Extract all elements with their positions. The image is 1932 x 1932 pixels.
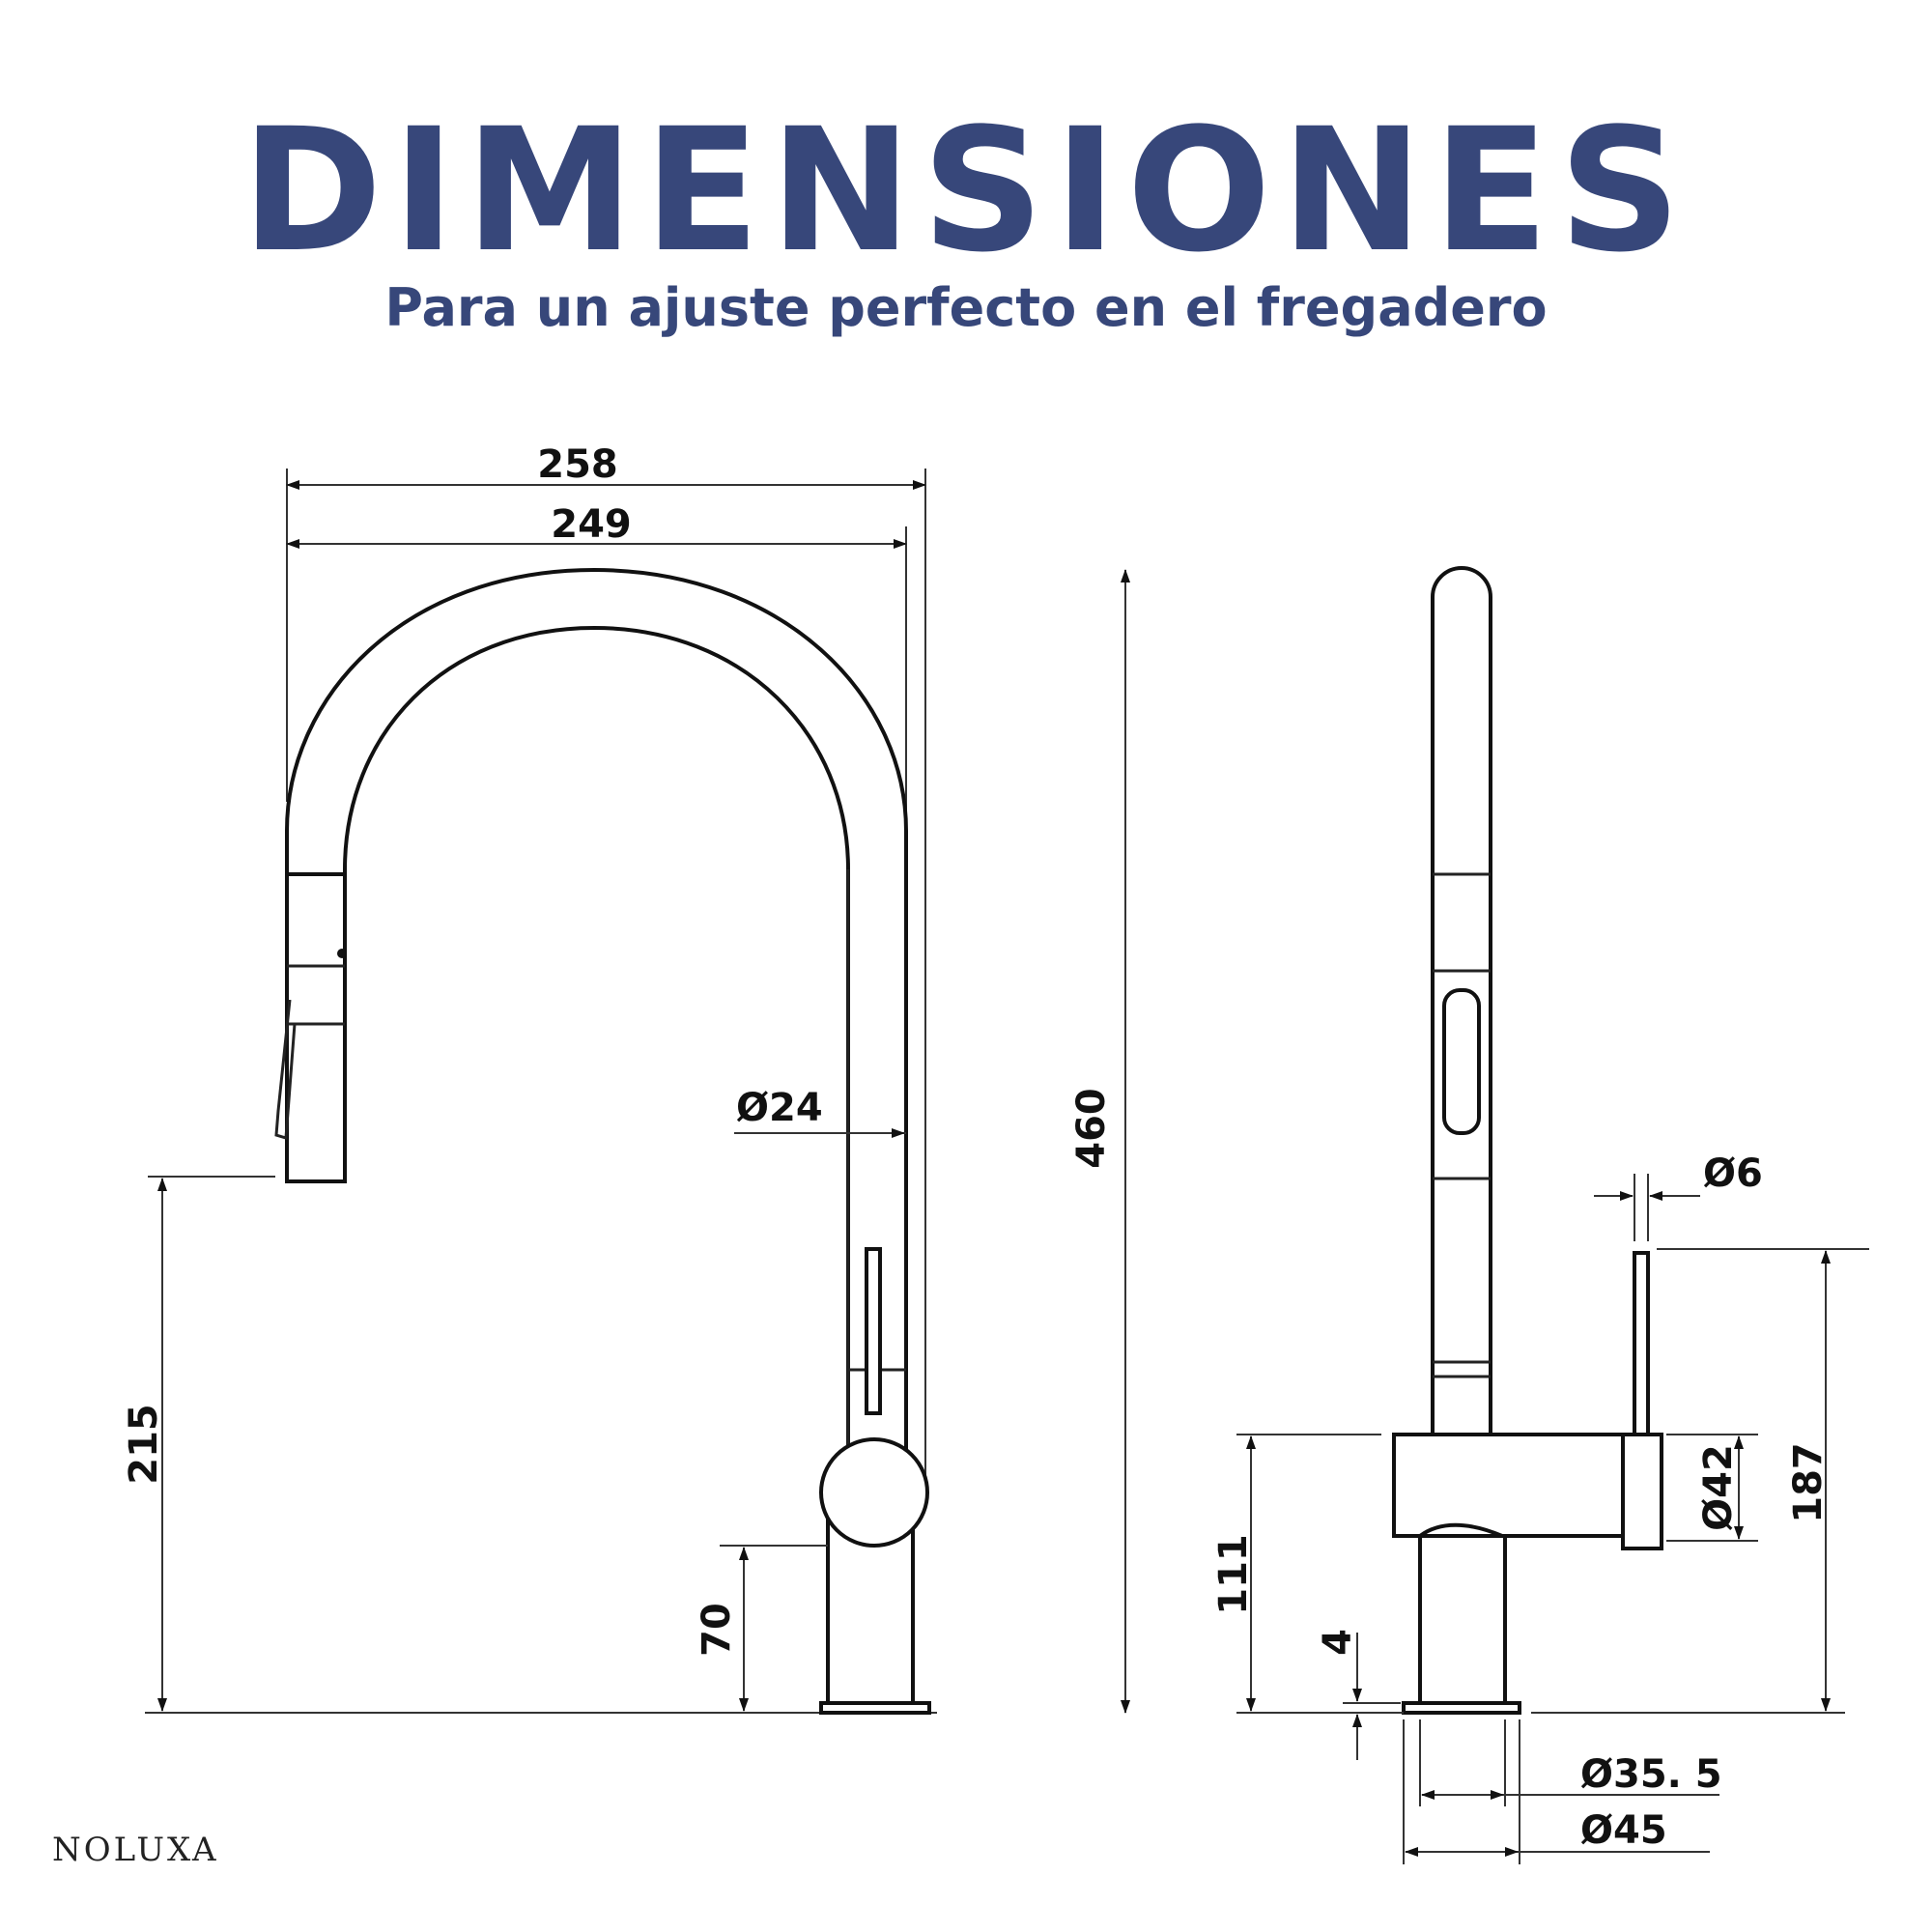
spray-dot (337, 949, 347, 958)
dim-label-6: Ø6 (1703, 1151, 1763, 1196)
dim-label-24: Ø24 (736, 1086, 823, 1130)
page-subtitle: Para un ajuste perfecto en el fregadero (384, 277, 1548, 338)
dim-label-258: 258 (537, 442, 618, 487)
base-plate-front (819, 1701, 931, 1715)
spray-button (274, 999, 297, 1140)
spray-button-side (1442, 988, 1481, 1135)
dim-label-187: 187 (1786, 1442, 1831, 1523)
dim-label-460: 460 (1069, 1088, 1114, 1169)
body-side (1392, 1433, 1625, 1538)
dim-label-70: 70 (695, 1603, 739, 1657)
front-view: 258 249 Ø24 215 70 (122, 442, 1130, 1715)
lever-base-side (1621, 1433, 1663, 1550)
page-title: DIMENSIONES (241, 92, 1691, 290)
spout-arc (285, 567, 908, 1480)
handle-knob (819, 1437, 929, 1548)
base-plate-side (1402, 1701, 1521, 1715)
lever-front (865, 1247, 882, 1415)
column-side (1418, 1534, 1507, 1705)
dim-label-35-5: Ø35. 5 (1580, 1752, 1722, 1797)
side-view: Ø6 187 Ø42 111 4 Ø35. 5 Ø45 (1211, 566, 1869, 1864)
dim-label-42: Ø42 (1696, 1444, 1741, 1531)
brand-logo: NOLUXA (52, 1831, 219, 1869)
dim-label-249: 249 (551, 502, 632, 547)
dim-label-45: Ø45 (1580, 1808, 1667, 1853)
dim-label-215: 215 (122, 1404, 166, 1485)
lever-side (1633, 1251, 1650, 1438)
dim-label-111: 111 (1211, 1534, 1256, 1615)
spray-head (285, 872, 347, 1183)
dim-label-4: 4 (1316, 1629, 1360, 1656)
